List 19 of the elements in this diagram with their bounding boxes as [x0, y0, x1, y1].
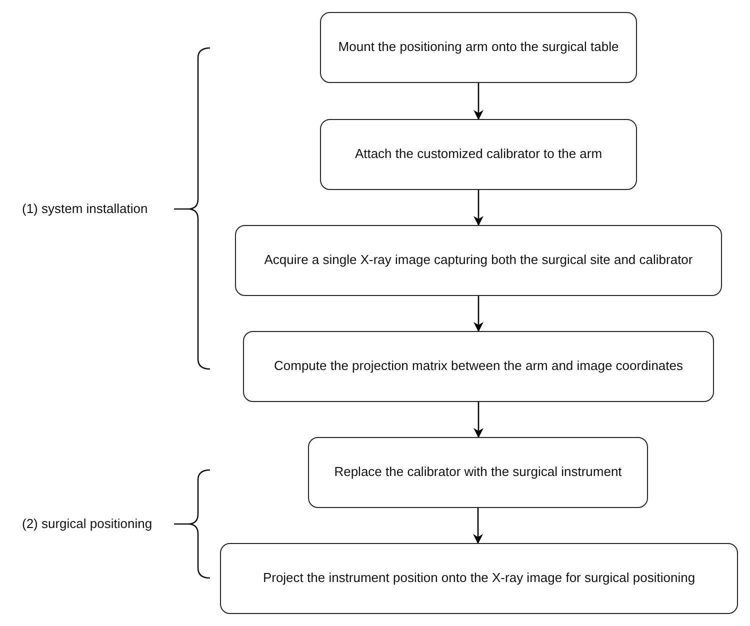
step-text: Compute the projection matrix between the arm and image coordinates — [274, 358, 683, 375]
arrow — [474, 402, 484, 438]
process-box — [220, 543, 738, 614]
process-box — [320, 119, 637, 190]
process-box — [235, 225, 722, 296]
step-text: Mount the positioning arm onto the surgical table — [338, 39, 619, 56]
step-text: Replace the calibrator with the surgical instrument — [334, 464, 622, 481]
arrow — [474, 190, 484, 226]
step-text: Project the instrument position onto the X-ray image for surgical positioning — [262, 570, 696, 587]
process-box — [243, 331, 714, 402]
step-text: Acquire a single X-ray image capturing both the surgical site and calibrator — [264, 252, 693, 269]
process-box — [320, 12, 637, 83]
arrow — [473, 508, 483, 544]
phase-label: (1) system installation — [22, 200, 148, 218]
process-box — [308, 437, 648, 508]
arrow — [474, 83, 484, 120]
arrow — [474, 296, 484, 332]
phase-label: (2) surgical positioning — [22, 515, 152, 533]
step-text: Attach the customized calibrator to the arm — [354, 146, 602, 163]
